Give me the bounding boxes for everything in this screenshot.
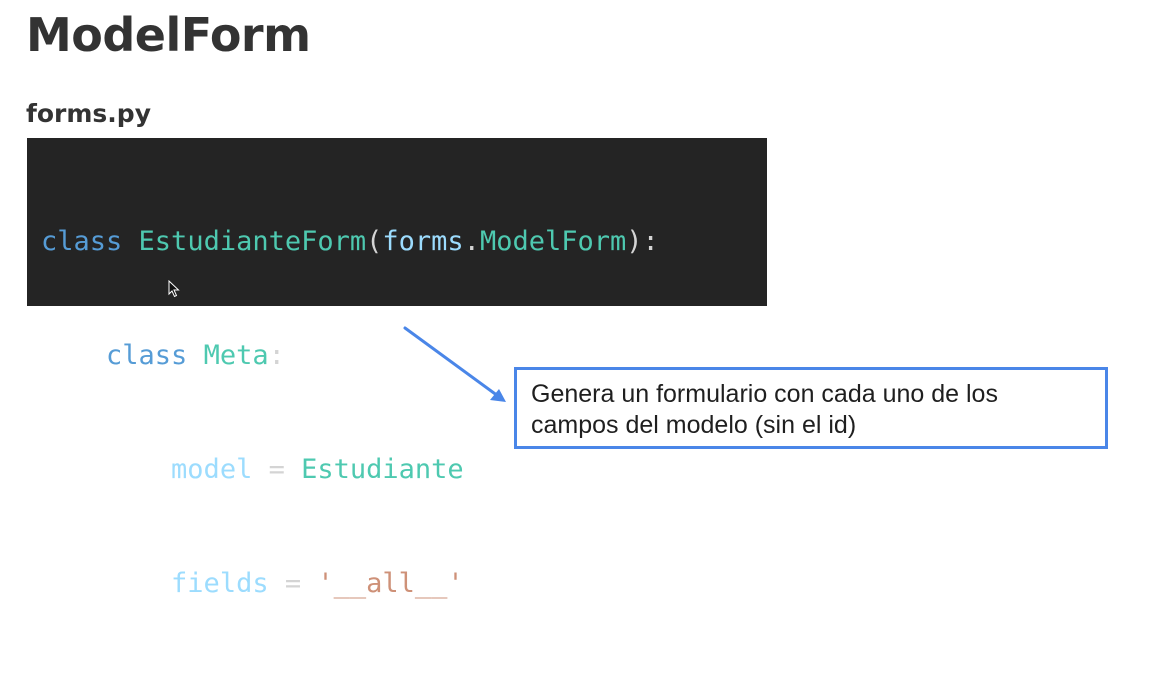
- keyword-class: class: [41, 226, 123, 257]
- code-block: class EstudianteForm(forms.ModelForm): c…: [27, 138, 767, 599]
- indent: [41, 340, 106, 371]
- module-name: forms: [382, 226, 464, 257]
- mouse-pointer-icon: [168, 280, 180, 298]
- assignment-operator: =: [252, 454, 302, 485]
- class-name: EstudianteForm: [138, 226, 367, 257]
- arrow-icon: [403, 326, 506, 402]
- code-line-3: model = Estudiante: [41, 451, 659, 489]
- meta-class-name: Meta: [203, 340, 269, 371]
- code-line-4: fields = '__all__': [41, 565, 659, 603]
- note-text: Genera un formulario con cada uno de los…: [531, 380, 998, 439]
- code-line-2: class Meta:: [41, 337, 659, 375]
- close-paren-colon: ):: [626, 226, 659, 257]
- file-name-label: forms.py: [26, 99, 151, 128]
- model-value: Estudiante: [301, 454, 464, 485]
- code-line-1: class EstudianteForm(forms.ModelForm):: [41, 223, 659, 261]
- fields-attribute: fields: [171, 568, 269, 599]
- note-callout: Genera un formulario con cada uno de los…: [514, 367, 1108, 449]
- dot: .: [463, 226, 480, 257]
- open-paren: (: [366, 226, 383, 257]
- model-attribute: model: [171, 454, 253, 485]
- indent: [41, 568, 171, 599]
- base-class-name: ModelForm: [479, 226, 627, 257]
- page-title: ModelForm: [26, 8, 311, 62]
- keyword-class: class: [106, 340, 188, 371]
- colon: :: [268, 340, 285, 371]
- fields-value: '__all__': [317, 568, 464, 599]
- assignment-operator: =: [268, 568, 318, 599]
- indent: [41, 454, 171, 485]
